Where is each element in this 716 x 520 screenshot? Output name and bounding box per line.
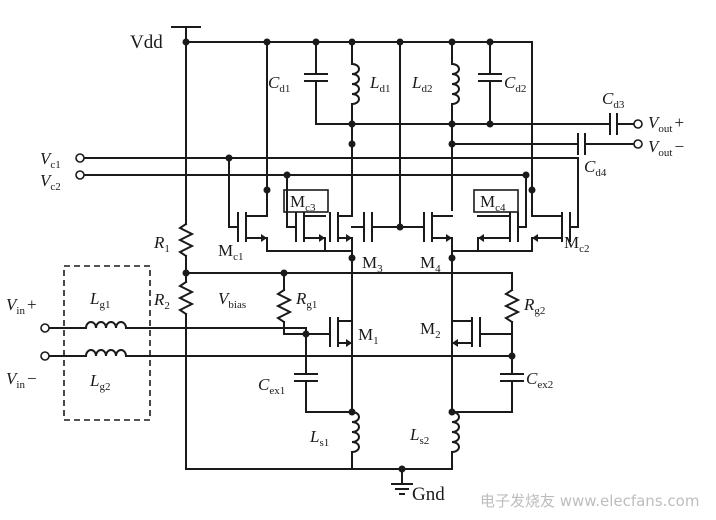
vin-minus-label: Vin− bbox=[6, 369, 37, 391]
vbias-label: Vbias bbox=[218, 289, 246, 311]
capacitor-cex1 bbox=[294, 333, 353, 413]
rg2-label: Rg2 bbox=[523, 295, 545, 317]
ls1-label: Ls1 bbox=[309, 427, 329, 449]
vc2-label: Vc2 bbox=[40, 171, 61, 193]
cex1-label: Cex1 bbox=[258, 375, 285, 397]
m3-label: M3 bbox=[362, 253, 383, 275]
cex2-label: Cex2 bbox=[526, 369, 553, 391]
capacitor-cex2 bbox=[451, 369, 524, 413]
resistor-rg2 bbox=[479, 272, 521, 335]
inductor-ls1 bbox=[350, 342, 360, 470]
mc1-label: Mc1 bbox=[218, 241, 244, 263]
inductor-ls2 bbox=[450, 342, 460, 470]
rg1-label: Rg1 bbox=[295, 289, 317, 311]
vc1-label: Vc1 bbox=[40, 149, 61, 171]
m1-label: M1 bbox=[358, 325, 379, 347]
vout-minus-label: Vout− bbox=[648, 137, 684, 159]
vout-plus-label: Vout+ bbox=[648, 113, 684, 135]
junction-dots bbox=[182, 38, 536, 473]
cd4-label: Cd4 bbox=[584, 157, 607, 179]
input-network bbox=[44, 265, 513, 421]
transistor-mc1 bbox=[228, 41, 353, 252]
ld1-label: Ld1 bbox=[369, 73, 390, 95]
cd2-label: Cd2 bbox=[504, 73, 526, 95]
transistor-mc4 bbox=[473, 174, 527, 252]
transistor-mc3 bbox=[283, 174, 329, 252]
cd3-label: Cd3 bbox=[602, 89, 625, 111]
lg1-label: Lg1 bbox=[89, 289, 110, 311]
m2-label: M2 bbox=[420, 319, 441, 341]
gnd-label: Gnd bbox=[412, 484, 445, 505]
cd1-label: Cd1 bbox=[268, 73, 290, 95]
watermark: 电子发烧友 www.elecfans.com bbox=[480, 492, 699, 510]
transistor-m4 bbox=[399, 41, 453, 344]
lg2-label: Lg2 bbox=[89, 371, 110, 393]
terminals bbox=[40, 119, 643, 361]
transistor-m2 bbox=[451, 317, 481, 347]
output-coupling bbox=[351, 113, 639, 155]
transistor-mc2 bbox=[451, 41, 579, 252]
ld2-label: Ld2 bbox=[411, 73, 432, 95]
control-lines bbox=[79, 157, 579, 176]
mc4-label: Mc4 bbox=[480, 192, 506, 214]
m4-label: M4 bbox=[420, 253, 441, 275]
r1-label: R1 bbox=[153, 233, 170, 255]
drain-right bbox=[450, 41, 502, 211]
r2-label: R2 bbox=[153, 290, 170, 312]
vdd-label: Vdd bbox=[130, 32, 163, 53]
transistor-m3 bbox=[329, 209, 401, 344]
mc3-label: Mc3 bbox=[290, 192, 316, 214]
transistor-m1 bbox=[329, 317, 353, 347]
vin-plus-label: Vin+ bbox=[6, 295, 37, 317]
mc2-label: Mc2 bbox=[564, 233, 590, 255]
ls2-label: Ls2 bbox=[409, 425, 429, 447]
bias-ladder bbox=[177, 41, 513, 470]
